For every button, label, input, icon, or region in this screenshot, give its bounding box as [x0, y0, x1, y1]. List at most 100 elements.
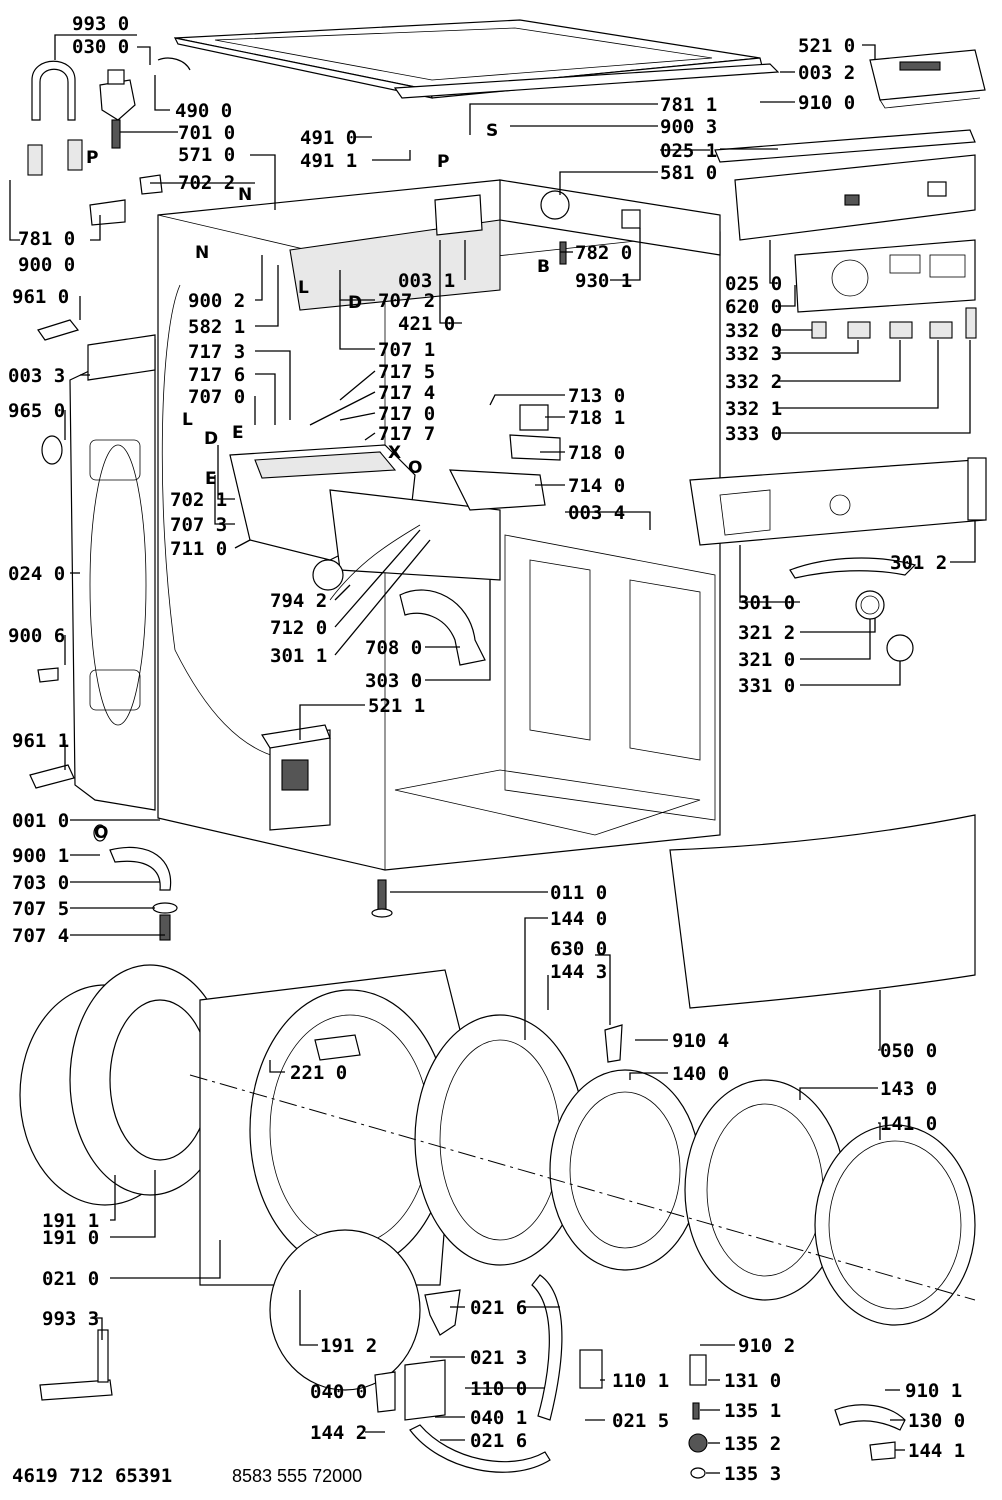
panel-frame-drawing — [734, 154, 976, 241]
part-label: 021 3 — [470, 1347, 527, 1369]
part-label: 024 0 — [8, 563, 65, 585]
part-labels: 993 0 030 0 490 0 701 0 571 0 702 2 781 … — [8, 13, 965, 1485]
part-label: 900 6 — [8, 625, 65, 647]
knob-drawing — [886, 634, 914, 662]
part-label: 030 0 — [72, 36, 129, 58]
marker-letter: P — [437, 152, 449, 172]
drawing-number: 4619 712 65391 — [12, 1465, 172, 1487]
assembly-axis — [189, 1074, 976, 1301]
part-label: 620 0 — [725, 296, 782, 318]
marker-letter: S — [486, 121, 498, 141]
part-label: 191 0 — [42, 1227, 99, 1249]
part-label: 717 0 — [378, 403, 435, 425]
front-panel-left-drawing — [69, 339, 156, 811]
part-label: 707 5 — [12, 898, 69, 920]
hinge-parts-drawing — [604, 1024, 906, 1479]
part-label: 718 1 — [568, 407, 625, 429]
part-label: 003 2 — [798, 62, 855, 84]
marker-letter: B — [537, 257, 550, 277]
clip-drawing — [621, 209, 641, 229]
part-label: 491 1 — [300, 150, 357, 172]
part-label: 003 3 — [8, 365, 65, 387]
drain-hose-lower-drawing — [93, 824, 178, 941]
part-label: 965 0 — [8, 400, 65, 422]
part-label: 707 2 — [378, 290, 435, 312]
drain-pump-drawing — [261, 724, 331, 831]
part-label: 701 0 — [178, 122, 235, 144]
part-label: 141 0 — [880, 1113, 937, 1135]
part-label: 003 1 — [398, 270, 455, 292]
part-label: 332 2 — [725, 371, 782, 393]
part-label: 703 0 — [12, 872, 69, 894]
part-label: 794 2 — [270, 590, 327, 612]
part-label: 143 0 — [880, 1078, 937, 1100]
part-label: 900 1 — [12, 845, 69, 867]
part-label: 718 0 — [568, 442, 625, 464]
part-label: 110 0 — [470, 1378, 527, 1400]
window-strip-drawing — [789, 557, 917, 579]
part-label: 321 2 — [738, 622, 795, 644]
pressure-switch-drawing — [540, 190, 570, 220]
knob-ring-drawing — [855, 590, 885, 620]
fill-tube-drawing — [329, 524, 421, 601]
control-module-drawing — [869, 49, 986, 109]
part-label: 140 0 — [672, 1063, 729, 1085]
part-label: 331 0 — [738, 675, 795, 697]
marker-letter: O — [94, 823, 108, 843]
part-label: 110 1 — [612, 1370, 669, 1392]
part-label: 707 1 — [378, 339, 435, 361]
part-label: 910 4 — [672, 1030, 729, 1052]
part-label: 900 3 — [660, 116, 717, 138]
part-label: 191 1 — [42, 1210, 99, 1232]
part-label: 191 2 — [320, 1335, 377, 1357]
part-label: 708 0 — [365, 637, 422, 659]
part-label: 021 0 — [42, 1268, 99, 1290]
part-label: 900 2 — [188, 290, 245, 312]
part-label: 021 6 — [470, 1297, 527, 1319]
marker-letter: E — [205, 469, 217, 489]
part-label: 581 0 — [660, 162, 717, 184]
marker-letter: O — [408, 458, 422, 478]
part-label: 021 6 — [470, 1430, 527, 1452]
part-label: 025 0 — [725, 273, 782, 295]
part-label: 900 0 — [18, 254, 75, 276]
part-label: 713 0 — [568, 385, 625, 407]
part-label: 910 1 — [905, 1380, 962, 1402]
tub-assembly-drawing — [19, 964, 461, 1286]
marker-letter: N — [238, 185, 252, 205]
rear-rail-drawing — [393, 63, 780, 99]
part-label: 301 0 — [738, 592, 795, 614]
part-label: 782 0 — [575, 242, 632, 264]
part-label: 490 0 — [175, 100, 232, 122]
cord-drawing — [157, 57, 191, 71]
part-label: 301 2 — [890, 552, 947, 574]
part-label: 717 5 — [378, 361, 435, 383]
drain-hose-drawing — [399, 589, 486, 666]
part-label: 332 0 — [725, 320, 782, 342]
part-label: 961 1 — [12, 730, 69, 752]
marker-letter: E — [232, 423, 244, 443]
marker-letter: D — [348, 293, 362, 313]
part-label: 717 3 — [188, 341, 245, 363]
part-label: 011 0 — [550, 882, 607, 904]
part-label: 221 0 — [290, 1062, 347, 1084]
part-label: 714 0 — [568, 475, 625, 497]
part-label: 630 0 — [550, 938, 607, 960]
part-label: 135 2 — [724, 1433, 781, 1455]
marker-letter: P — [86, 148, 98, 168]
part-label: 135 1 — [724, 1400, 781, 1422]
part-label: 491 0 — [300, 127, 357, 149]
part-label: 930 1 — [575, 270, 632, 292]
part-label: 303 0 — [365, 670, 422, 692]
part-label: 707 0 — [188, 386, 245, 408]
part-label: 301 1 — [270, 645, 327, 667]
part-label: 001 0 — [12, 810, 69, 832]
part-label: 130 0 — [908, 1410, 965, 1432]
part-label: 711 0 — [170, 538, 227, 560]
part-label: 707 3 — [170, 514, 227, 536]
part-label: 707 4 — [12, 925, 69, 947]
part-label: 321 0 — [738, 649, 795, 671]
connector-markers: P N N L D S P B L D E E X O O — [86, 121, 550, 843]
marker-letter: N — [195, 243, 209, 263]
tool-drawing — [39, 1329, 113, 1401]
